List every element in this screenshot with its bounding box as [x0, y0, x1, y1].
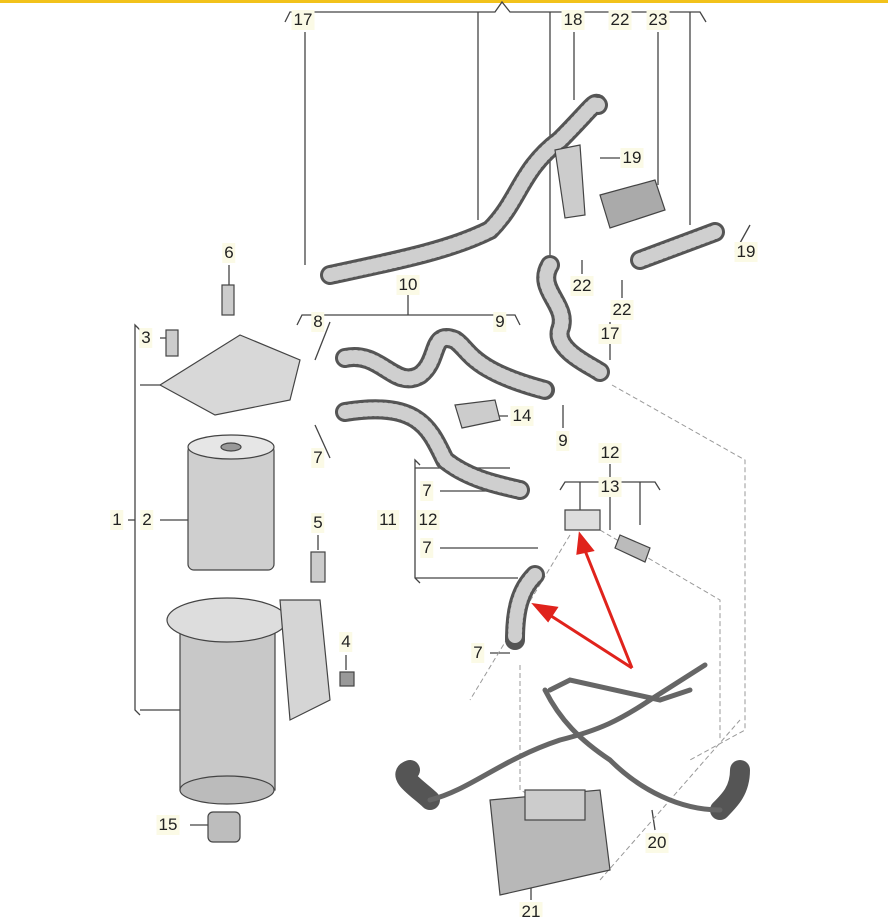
callout-17: 17 — [598, 324, 622, 344]
callout-14: 14 — [510, 406, 534, 426]
bracket-lines — [128, 0, 751, 900]
fuel-filter-assembly — [158, 144, 666, 896]
callout-4: 4 — [339, 632, 353, 652]
callout-23: 23 — [646, 10, 670, 30]
callout-5: 5 — [311, 513, 325, 533]
callout-8: 8 — [311, 312, 325, 332]
hoses — [320, 93, 750, 820]
callout-19: 19 — [620, 148, 644, 168]
callout-2: 2 — [140, 510, 154, 530]
callout-17: 17 — [291, 10, 315, 30]
callout-9: 9 — [493, 312, 507, 332]
callout-10: 10 — [396, 275, 420, 295]
callout-9: 9 — [556, 431, 570, 451]
callout-20: 20 — [645, 833, 669, 853]
callout-12: 12 — [598, 443, 622, 463]
callout-7: 7 — [471, 643, 485, 663]
callout-7: 7 — [311, 448, 325, 468]
callout-13: 13 — [598, 477, 622, 497]
callout-18: 18 — [561, 10, 585, 30]
callout-3: 3 — [139, 328, 153, 348]
callout-15: 15 — [156, 815, 180, 835]
top-banner — [0, 0, 888, 3]
callout-22: 22 — [610, 300, 634, 320]
callout-1: 1 — [110, 510, 124, 530]
callout-11: 11 — [377, 510, 399, 530]
callout-22: 22 — [570, 276, 594, 296]
callout-12: 12 — [416, 510, 440, 530]
callout-7: 7 — [420, 481, 434, 501]
callout-6: 6 — [222, 243, 236, 263]
callout-19: 19 — [734, 242, 758, 262]
callout-21: 21 — [519, 902, 543, 917]
callout-7: 7 — [420, 538, 434, 558]
red-annotation-arrows — [531, 531, 634, 670]
callout-22: 22 — [608, 10, 632, 30]
